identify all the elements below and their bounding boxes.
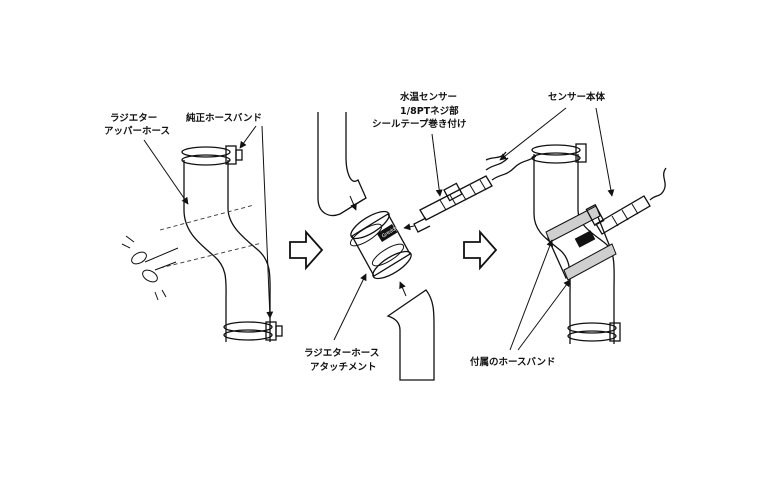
label-water-temp-sensor-1: 水温センサー xyxy=(400,91,457,103)
leader-band-top xyxy=(239,125,257,149)
upper-hose-left-edge xyxy=(183,160,227,342)
label-sensor-body: センサー本体 xyxy=(548,91,606,103)
cut-line-lower xyxy=(159,242,263,269)
leader-band-bottom xyxy=(261,125,274,319)
leader-attachment xyxy=(333,273,367,341)
label-radiator-upper-hose-1: ラジエター xyxy=(110,112,157,124)
panel-attachment-parts: Greddy 水温センサー 1/8PTネジ部 シールテープ巻き付け ラジエターホ… xyxy=(304,91,537,381)
cut-line-upper xyxy=(159,204,255,231)
installed-sensor xyxy=(595,167,667,235)
water-temp-sensor xyxy=(403,155,537,233)
panel-original-hose: ラジエター アッパーホース 純正ホースバンド xyxy=(104,112,283,342)
leader-sensor-body-right xyxy=(595,107,615,197)
leader-included-band-upper xyxy=(509,239,554,351)
included-band-upper xyxy=(545,205,601,243)
hollow-right-arrow-icon xyxy=(289,229,324,271)
assembled-bottom-band xyxy=(567,322,621,342)
leader-sensor-body-left xyxy=(499,107,567,161)
included-band-lower xyxy=(563,243,617,281)
label-genuine-hose-band: 純正ホースバンド xyxy=(186,112,262,124)
leader-upper-hose xyxy=(143,139,189,205)
bottom-hose-band xyxy=(223,321,283,341)
assembled-hose-left-edge xyxy=(533,154,571,344)
panel-assembled: センサー本体 付属のホースバンド xyxy=(470,91,667,368)
hollow-right-arrow-icon xyxy=(463,229,498,271)
label-radiator-hose-attachment-2: アタッチメント xyxy=(310,361,377,373)
assembled-attachment xyxy=(545,203,617,281)
leader-included-band-lower xyxy=(517,279,571,351)
upper-hose-right-edge xyxy=(227,160,271,342)
label-water-temp-sensor-2: 1/8PTネジ部 xyxy=(400,105,459,117)
label-radiator-upper-hose-2: アッパーホース xyxy=(104,125,170,137)
upper-hose-piece xyxy=(317,112,367,217)
scissors-icon xyxy=(121,235,179,301)
label-radiator-hose-attachment-1: ラジエターホース xyxy=(304,347,379,359)
label-water-temp-sensor-3: シールテープ巻き付け xyxy=(372,118,466,130)
leader-sensor-thread xyxy=(431,133,443,197)
top-hose-band xyxy=(181,145,243,166)
lower-hose-piece xyxy=(386,289,435,381)
assembled-top-band xyxy=(531,143,587,164)
attachment-body: Greddy xyxy=(349,210,412,280)
label-included-hose-band: 付属のホースバンド xyxy=(470,356,556,368)
